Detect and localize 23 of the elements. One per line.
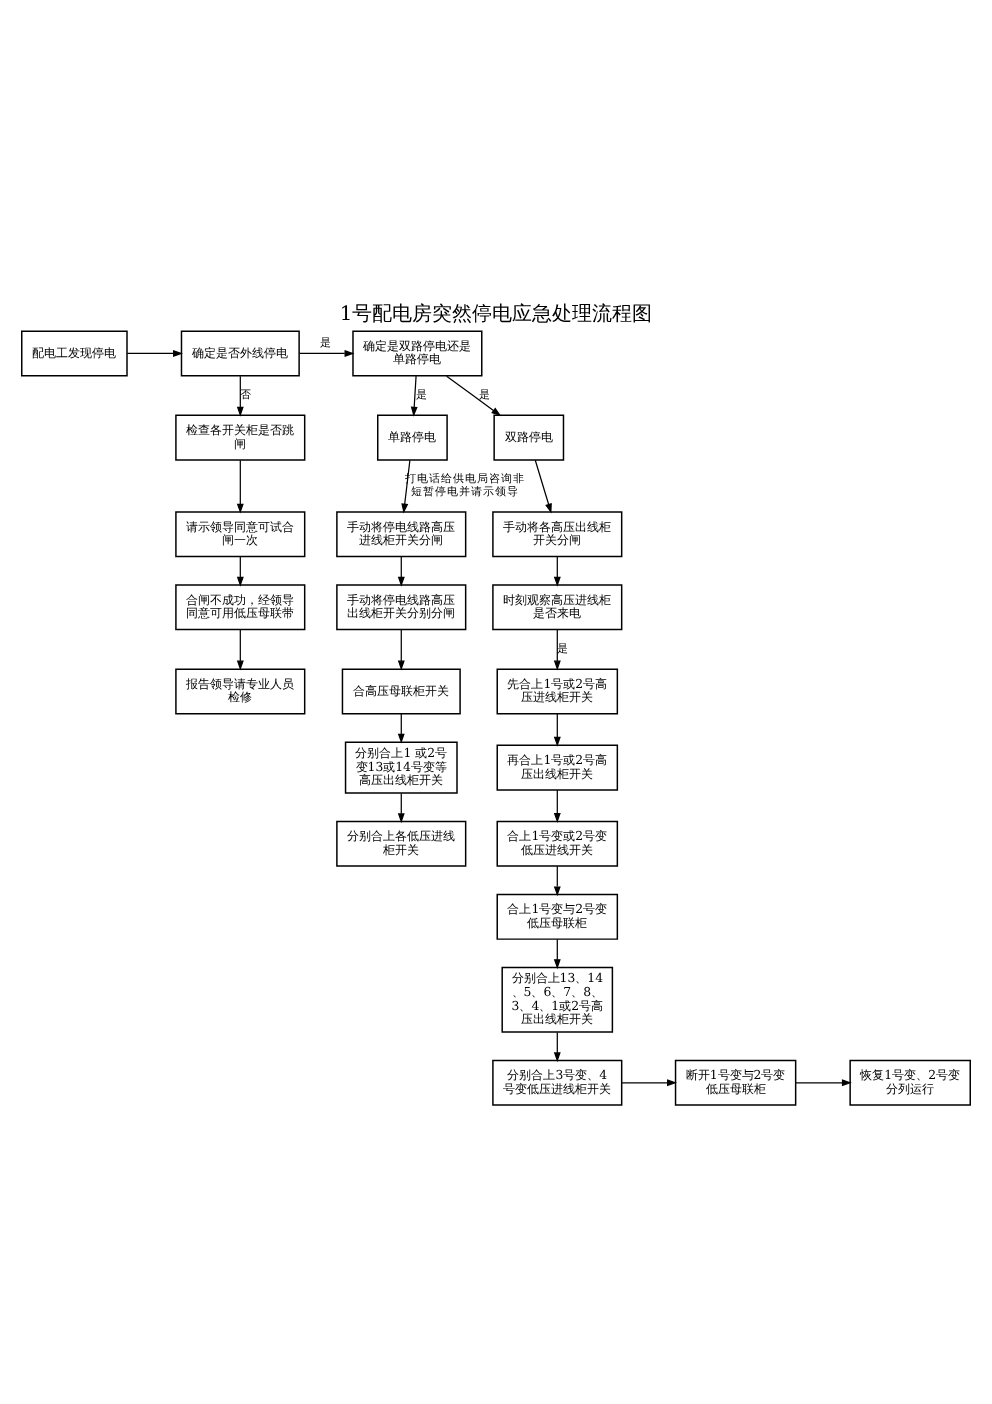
arrow [621, 1079, 677, 1087]
arrow [553, 556, 561, 587]
arrow [236, 375, 244, 417]
arrow [397, 713, 405, 744]
arrow [553, 629, 561, 671]
arrow [236, 556, 244, 587]
arrow [410, 375, 418, 417]
arrow [534, 459, 552, 514]
arrow [298, 349, 355, 357]
arrow [553, 865, 561, 897]
arrow [397, 792, 405, 824]
arrow [397, 556, 405, 587]
arrow [553, 938, 561, 970]
arrow [795, 1079, 852, 1087]
diagram-title: 1号配电房突然停电应急处理流程图 [339, 303, 653, 326]
arrow [397, 629, 405, 671]
arrow [553, 713, 561, 747]
arrow [126, 349, 183, 357]
arrow [446, 375, 502, 417]
arrow [553, 1031, 561, 1063]
arrow [236, 459, 244, 514]
arrow [236, 629, 244, 671]
arrow [553, 789, 561, 823]
